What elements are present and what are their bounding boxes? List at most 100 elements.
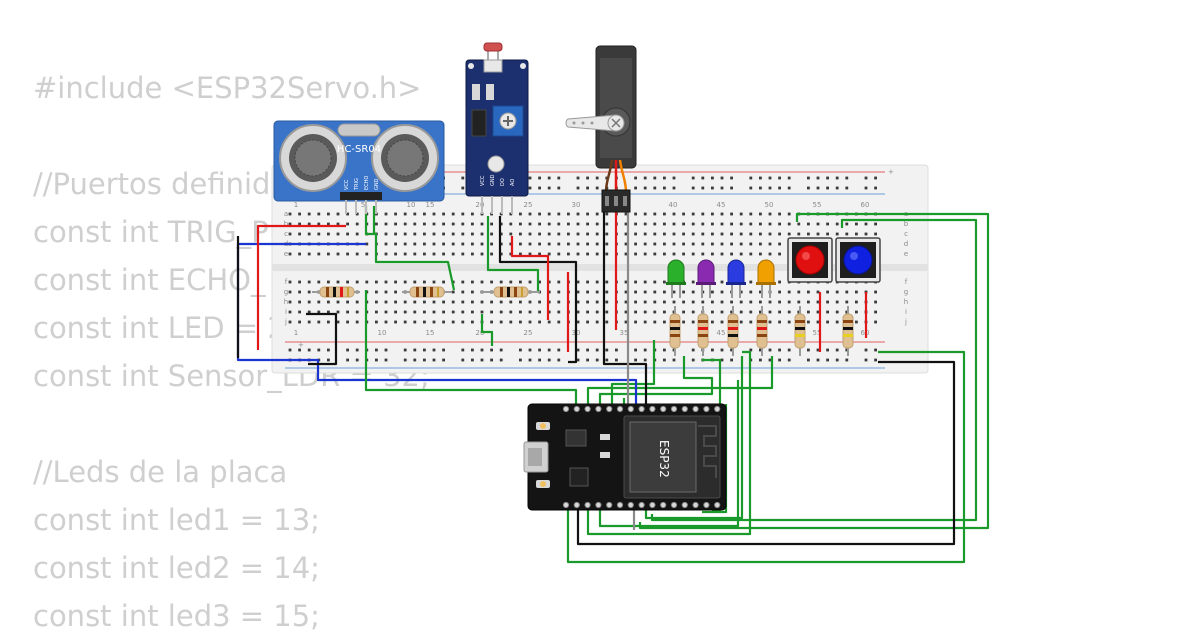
breadboard-hole <box>605 212 609 216</box>
led-orange[interactable] <box>756 259 776 298</box>
ldr-module[interactable]: VCC GND DO AO <box>465 42 529 214</box>
breadboard-hole <box>346 310 349 314</box>
breadboard-hole <box>442 252 445 256</box>
breadboard-hole <box>346 212 349 216</box>
breadboard-hole <box>624 290 628 294</box>
breadboard-hole <box>442 222 445 226</box>
breadboard-hole <box>595 358 599 362</box>
breadboard-hole <box>711 176 714 180</box>
servo-motor[interactable] <box>565 45 637 213</box>
breadboard-hole <box>701 300 705 304</box>
breadboard-hole <box>451 320 455 324</box>
led-blue[interactable] <box>726 259 746 298</box>
breadboard-hole <box>336 212 340 216</box>
breadboard-hole <box>355 358 359 362</box>
breadboard-hole <box>749 310 753 314</box>
breadboard-hole <box>298 212 301 216</box>
breadboard-hole <box>557 280 561 284</box>
breadboard-hole <box>759 358 762 362</box>
led-green[interactable] <box>666 259 686 298</box>
breadboard-hole <box>672 232 676 236</box>
code-line: const int TRIG_P <box>33 215 269 249</box>
breadboard-hole <box>605 222 609 226</box>
breadboard-hole <box>394 310 397 314</box>
breadboard-hole <box>778 212 781 216</box>
breadboard-hole <box>672 358 676 362</box>
breadboard-hole <box>557 358 561 362</box>
breadboard-hole <box>864 176 868 180</box>
esp32-board[interactable]: ESP32 <box>523 403 727 511</box>
breadboard-hole <box>423 280 426 284</box>
breadboard-hole <box>528 186 532 190</box>
breadboard-hole <box>787 232 791 236</box>
wire-green <box>486 216 540 292</box>
breadboard-column-number: 30 <box>572 201 581 209</box>
breadboard-hole <box>557 348 561 352</box>
breadboard-hole <box>749 252 753 256</box>
breadboard-hole <box>653 290 657 294</box>
breadboard-hole <box>720 280 724 284</box>
esp32-pin <box>606 501 613 509</box>
breadboard-hole <box>355 232 359 236</box>
ultrasonic-sensor[interactable]: HC-SR04 VCC TRIG ECHO GND <box>273 120 445 214</box>
breadboard-hole <box>451 290 455 294</box>
breadboard-hole <box>375 280 378 284</box>
breadboard-hole <box>778 310 781 314</box>
breadboard-hole <box>480 348 484 352</box>
breadboard-hole <box>499 222 503 226</box>
resistor <box>402 286 452 298</box>
breadboard-hole <box>471 358 474 362</box>
breadboard-hole <box>826 320 829 324</box>
led-purple[interactable] <box>696 259 716 298</box>
breadboard-hole <box>384 358 388 362</box>
breadboard-hole <box>653 186 657 190</box>
breadboard-hole <box>528 176 532 180</box>
wire-green <box>364 206 456 291</box>
breadboard-hole <box>634 310 637 314</box>
breadboard-hole <box>509 232 513 236</box>
breadboard-hole <box>384 348 388 352</box>
breadboard-hole <box>576 176 580 180</box>
breadboard-hole <box>874 320 877 324</box>
wire-green <box>598 356 714 404</box>
breadboard-hole <box>547 186 551 190</box>
breadboard-hole <box>826 348 829 352</box>
breadboard-hole <box>816 358 820 362</box>
breadboard-hole <box>509 310 513 314</box>
breadboard-hole <box>586 358 589 362</box>
breadboard-hole <box>461 300 465 304</box>
breadboard-hole <box>691 300 695 304</box>
breadboard-hole <box>711 242 714 246</box>
breadboard-hole <box>298 280 301 284</box>
breadboard-hole <box>557 212 561 216</box>
breadboard-hole <box>499 348 503 352</box>
breadboard-hole <box>519 252 522 256</box>
breadboard-hole <box>691 242 695 246</box>
breadboard-hole <box>643 320 647 324</box>
breadboard-hole <box>490 300 493 304</box>
push-button-blue[interactable] <box>835 237 881 283</box>
breadboard-hole <box>874 348 877 352</box>
breadboard-hole <box>442 232 445 236</box>
breadboard-hole <box>528 212 532 216</box>
breadboard-hole <box>663 232 666 236</box>
push-button-red[interactable] <box>787 237 833 283</box>
breadboard-hole <box>403 320 407 324</box>
breadboard-hole <box>346 320 349 324</box>
breadboard-hole <box>576 320 580 324</box>
esp32-pin <box>714 405 721 413</box>
ultrasonic-transducer-left <box>279 124 347 192</box>
breadboard-hole <box>855 232 858 236</box>
breadboard-hole <box>711 232 714 236</box>
breadboard-hole <box>538 310 541 314</box>
breadboard-hole <box>288 232 292 236</box>
breadboard-hole <box>605 348 609 352</box>
breadboard-hole <box>663 348 666 352</box>
breadboard-hole <box>394 222 397 226</box>
breadboard-hole <box>720 358 724 362</box>
breadboard-hole <box>288 222 292 226</box>
breadboard-hole <box>682 290 685 294</box>
breadboard-hole <box>499 320 503 324</box>
breadboard-hole <box>653 320 657 324</box>
breadboard-hole <box>509 320 513 324</box>
